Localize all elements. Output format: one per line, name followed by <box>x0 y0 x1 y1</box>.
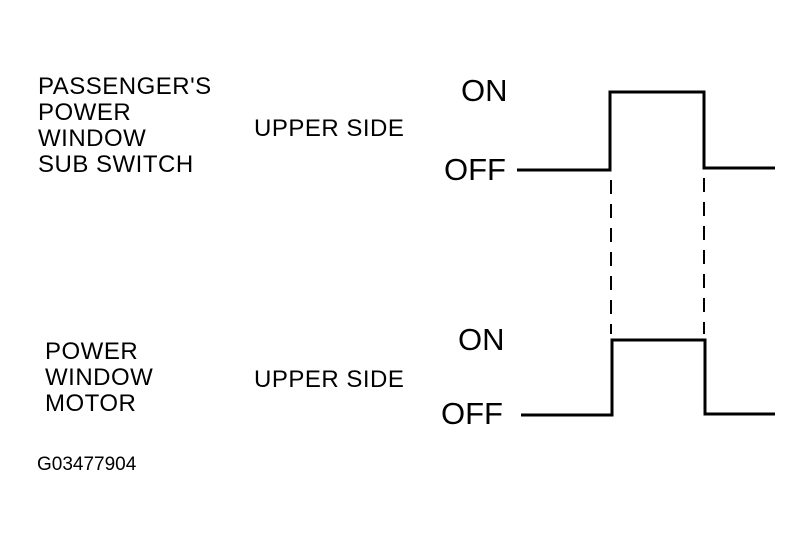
signal-2-name-line-1: POWER <box>45 338 139 365</box>
signal-2-side-label: UPPER SIDE <box>254 366 405 393</box>
signal-2-name: POWER WINDOW MOTOR <box>45 339 153 417</box>
signal-1-name-line-3: WINDOW <box>38 125 147 152</box>
signal-1-off-label: OFF <box>444 152 506 187</box>
signal-2-off-label: OFF <box>441 396 503 431</box>
signal-1-waveform <box>517 90 775 172</box>
signal-1-name: PASSENGER'S POWER WINDOW SUB SWITCH <box>38 74 212 178</box>
signal-1-name-line-1: PASSENGER'S <box>38 73 212 100</box>
signal-2-waveform <box>521 338 775 417</box>
signal-2-on-label: ON <box>458 322 505 357</box>
signal-1-side-label: UPPER SIDE <box>254 115 405 142</box>
figure-id: G03477904 <box>37 454 137 475</box>
signal-1-on-label: ON <box>461 73 508 108</box>
signal-1-name-line-4: SUB SWITCH <box>38 151 194 178</box>
signal-1-name-line-2: POWER <box>38 99 132 126</box>
signal-2-name-line-3: MOTOR <box>45 390 137 417</box>
signal-2-name-line-2: WINDOW <box>45 364 154 391</box>
